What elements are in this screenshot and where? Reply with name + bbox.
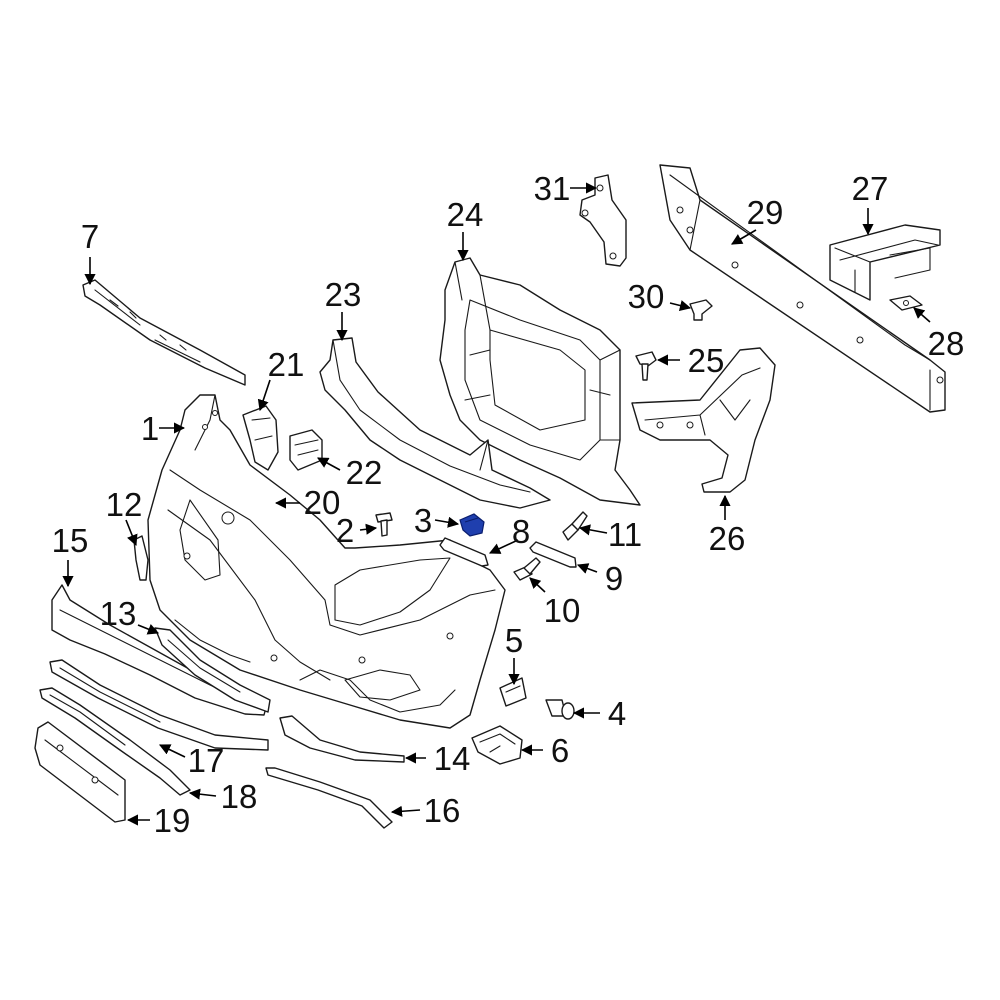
callout-29: 29	[747, 194, 784, 231]
callout-23: 23	[325, 276, 362, 313]
side-cover-part-12[interactable]	[133, 535, 149, 581]
callout-30: 30	[628, 278, 665, 315]
callout-2: 2	[336, 512, 354, 549]
lower-trim-part-14[interactable]	[279, 715, 405, 763]
chrome-strip-part-16[interactable]	[265, 767, 393, 829]
lower-strip-part-17[interactable]	[49, 659, 269, 751]
callout-26: 26	[709, 520, 746, 557]
callout-8: 8	[512, 513, 530, 550]
callout-31: 31	[534, 170, 571, 207]
grille-insert-part-21[interactable]	[242, 405, 279, 471]
leader-lines	[62, 182, 931, 826]
callout-28: 28	[928, 325, 965, 362]
license-bracket-part-19[interactable]	[34, 721, 126, 823]
callout-11: 11	[608, 516, 642, 553]
bar-bracket-part-27[interactable]	[829, 224, 941, 301]
callout-21: 21	[268, 346, 305, 383]
callout-12: 12	[106, 486, 143, 523]
grommet-part-30[interactable]	[689, 299, 713, 321]
callout-19: 19	[154, 802, 191, 839]
callout-3: 3	[414, 502, 432, 539]
side-bracket-part-26[interactable]	[631, 347, 776, 493]
callout-22: 22	[346, 454, 383, 491]
callout-13: 13	[100, 595, 137, 632]
mount-bracket-part-31[interactable]	[579, 174, 627, 267]
callout-6: 6	[551, 732, 569, 769]
callout-5: 5	[505, 622, 523, 659]
impact-bar-part-29[interactable]	[659, 164, 946, 413]
callout-4: 4	[608, 695, 626, 732]
screw-part-2[interactable]	[375, 512, 393, 537]
callout-16: 16	[424, 792, 461, 829]
callout-24: 24	[447, 196, 484, 233]
bumper-cover-part-1[interactable]	[147, 394, 506, 729]
bracket-strip-part-9[interactable]	[529, 541, 577, 568]
carrier-part-24[interactable]	[439, 257, 641, 506]
clip-part-28[interactable]	[889, 295, 923, 311]
callout-7: 7	[81, 218, 99, 255]
callout-25: 25	[688, 342, 725, 379]
push-pin-part-10[interactable]	[513, 557, 541, 581]
grille-strip-part-18[interactable]	[39, 687, 191, 796]
clip-holder-part-6[interactable]	[471, 725, 523, 765]
upper-support-part-23[interactable]	[319, 337, 551, 509]
callout-14: 14	[434, 740, 471, 777]
callout-labels: 7 1 2 3 4 5 6 8 9 10 11 12 13 14 15 16 1…	[52, 170, 965, 839]
bracket-strip-part-8[interactable]	[439, 537, 489, 567]
callout-18: 18	[221, 778, 258, 815]
callout-10: 10	[544, 592, 581, 629]
callout-17: 17	[188, 742, 225, 779]
bolt-part-25[interactable]	[635, 351, 657, 381]
callout-1: 1	[141, 410, 159, 447]
clip-part-3-highlighted[interactable]	[459, 513, 485, 537]
grille-bar-part-13[interactable]	[154, 627, 271, 713]
callout-27: 27	[852, 170, 889, 207]
bolt-part-4[interactable]	[545, 699, 575, 720]
callout-20: 20	[304, 484, 341, 521]
push-pin-part-11[interactable]	[562, 511, 588, 541]
callout-15: 15	[52, 522, 89, 559]
clip-part-5[interactable]	[499, 677, 527, 707]
upper-trim-part-7[interactable]	[82, 279, 246, 386]
bracket-part-22[interactable]	[289, 429, 323, 471]
callout-9: 9	[605, 560, 623, 597]
